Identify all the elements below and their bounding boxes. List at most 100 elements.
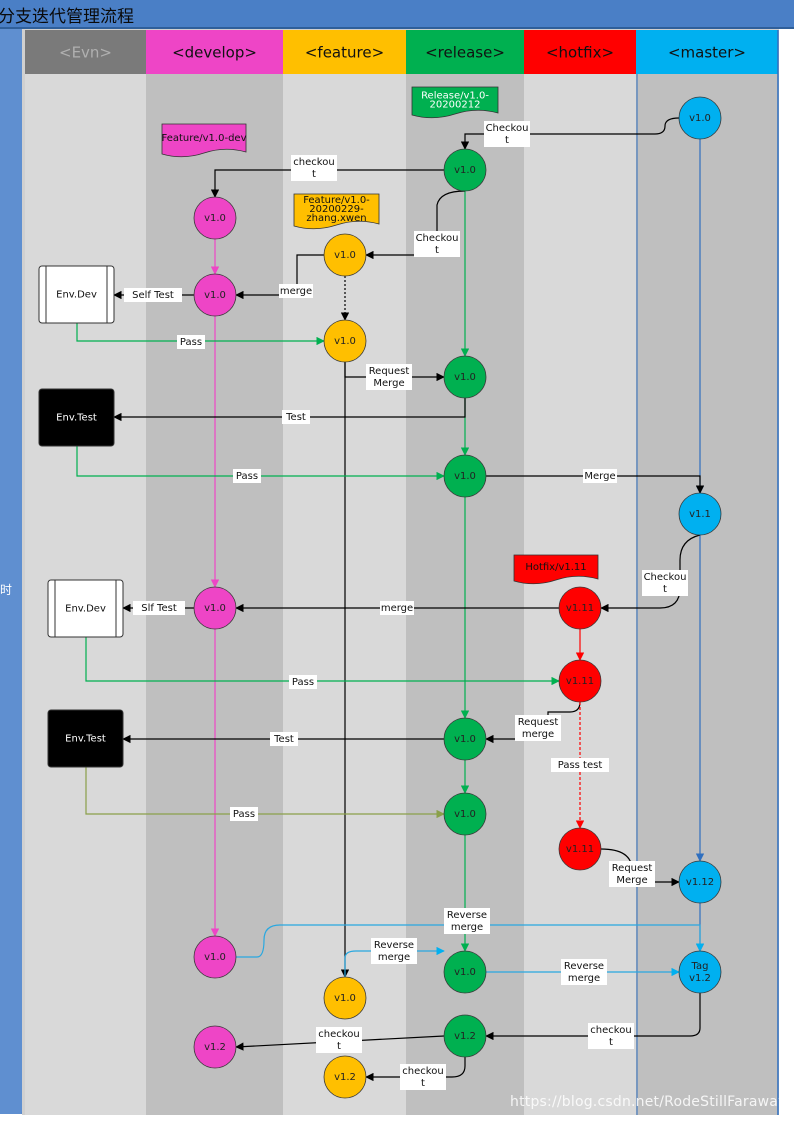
edge-e20-label-bg xyxy=(444,908,490,934)
node-m1 xyxy=(678,96,722,140)
edge-e6-label-bg xyxy=(177,335,205,349)
edge-e16-label: Test xyxy=(273,734,294,745)
edge-e3 xyxy=(365,190,466,260)
env-envdev2-label: Env.Dev xyxy=(65,604,106,615)
tag-feature-zw xyxy=(293,193,380,230)
edge-e4 xyxy=(235,254,324,300)
edge-e24-label-bg xyxy=(316,1027,362,1053)
node-h3 xyxy=(558,827,602,871)
node-f1 xyxy=(323,233,367,277)
edge-e9-label-bg xyxy=(233,469,261,483)
lane-develop-label: <develop> xyxy=(172,44,257,62)
edge-e10-label-bg xyxy=(583,469,617,483)
edge-e20 xyxy=(236,924,705,958)
edge-e21-label-bg xyxy=(371,938,417,964)
node-r7-label: v1.2 xyxy=(454,1031,476,1042)
tag-feature-zw-label: Feature/v1.0-20200229-zhang.xwen xyxy=(303,195,370,224)
node-r1 xyxy=(443,148,487,192)
title-bar: 分支迭代管理流程 xyxy=(0,0,794,29)
node-r4-label: v1.0 xyxy=(454,734,476,745)
edge-e23-label-bg xyxy=(588,1023,634,1049)
lane-release-header xyxy=(406,30,524,74)
edge-e18-label-bg xyxy=(230,807,258,821)
edge-e11-label-bg xyxy=(642,570,688,596)
node-d4-label: v1.0 xyxy=(204,952,226,963)
tag-feature-dev xyxy=(161,123,247,158)
env-envdev1 xyxy=(38,265,115,324)
node-d2 xyxy=(193,273,237,317)
edge-e18 xyxy=(85,767,445,819)
node-f4-label: v1.2 xyxy=(334,1072,356,1083)
tag-feature-dev-label: Feature/v1.0-dev xyxy=(161,133,246,144)
node-d3-label: v1.0 xyxy=(204,603,226,614)
edge-e8-label: Test xyxy=(285,412,306,423)
node-f1-label: v1.0 xyxy=(334,250,356,261)
edge-e6-label: Pass xyxy=(180,337,202,348)
side-note: 时 xyxy=(0,583,13,597)
edge-e4-label: merge xyxy=(280,286,312,297)
env-envdev2 xyxy=(47,579,124,638)
tag-release xyxy=(411,86,499,119)
node-d1 xyxy=(193,196,237,240)
edge-e23 xyxy=(485,993,701,1041)
node-f2-label: v1.0 xyxy=(334,336,356,347)
env-envtest2 xyxy=(47,709,124,768)
edge-e25 xyxy=(365,1057,466,1082)
node-d4 xyxy=(193,935,237,979)
lane-master-label: <master> xyxy=(668,44,746,62)
edge-e8 xyxy=(113,398,466,422)
edge-e4-label-bg xyxy=(279,284,313,298)
node-r4 xyxy=(443,717,487,761)
node-r6 xyxy=(443,950,487,994)
node-r2 xyxy=(443,355,487,399)
edge-e19-label-bg xyxy=(609,861,655,887)
edge-e6 xyxy=(76,323,325,346)
edge-e8-label-bg xyxy=(282,410,310,424)
edge-e10-label: Merge xyxy=(584,471,615,482)
node-r3 xyxy=(443,454,487,498)
node-d2-label: v1.0 xyxy=(204,290,226,301)
node-r5-label: v1.0 xyxy=(454,809,476,820)
edge-e21 xyxy=(344,946,445,977)
node-d5-label: v1.2 xyxy=(204,1042,226,1053)
node-f3-label: v1.0 xyxy=(334,993,356,1004)
edge-e14 xyxy=(85,637,560,686)
edge-e1 xyxy=(460,117,680,150)
lane-develop-header xyxy=(146,30,283,74)
edge-e9-label: Pass xyxy=(236,471,258,482)
node-h2 xyxy=(558,659,602,703)
node-d3 xyxy=(193,586,237,630)
node-h1 xyxy=(558,586,602,630)
env-envtest2-label: Env.Test xyxy=(65,734,106,745)
node-h1-label: v1.11 xyxy=(566,603,594,614)
edge-e13-label: Slf Test xyxy=(141,603,177,614)
watermark: https://blog.csdn.net/RodeStillFaraway xyxy=(510,1094,787,1110)
node-m4 xyxy=(678,950,722,994)
edge-e12-label: merge xyxy=(381,603,413,614)
node-h2-label: v1.11 xyxy=(566,676,594,687)
lane-evn-header xyxy=(25,30,146,74)
edge-e18-label: Pass xyxy=(233,809,255,820)
node-r7 xyxy=(443,1014,487,1058)
edge-e2-label-bg xyxy=(291,155,337,181)
env-envdev1-label: Env.Dev xyxy=(56,290,97,301)
node-d1-label: v1.0 xyxy=(204,213,226,224)
node-m2-label: v1.1 xyxy=(689,509,711,520)
node-r5 xyxy=(443,792,487,836)
lane-hotfix-header xyxy=(524,30,636,74)
node-r1-label: v1.0 xyxy=(454,165,476,176)
edge-e1-label-bg xyxy=(484,121,530,147)
edge-e3-label-bg xyxy=(414,231,460,257)
edge-e10 xyxy=(486,475,705,494)
